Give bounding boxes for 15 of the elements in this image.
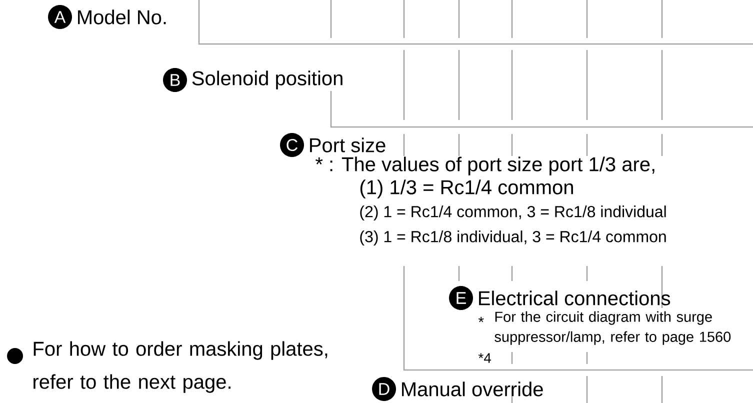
note-text: (2) 1 = Rc1/4 common, 3 = Rc1/8 individual xyxy=(360,206,666,220)
field-label: Manual override xyxy=(402,382,543,396)
letter-badge: B xyxy=(163,68,187,92)
letter-badge: D xyxy=(372,377,396,401)
field-label: Solenoid position xyxy=(192,70,342,90)
footnote-mark: *4 xyxy=(478,353,492,363)
note-text: For the circuit diagram with surge suppressor/lamp, refer to page 1560 xyxy=(494,311,731,345)
note-text: (1) 1/3 = Rc1/4 common xyxy=(360,180,573,198)
letter-badge: E xyxy=(449,286,473,310)
footnote-mark: * xyxy=(478,316,484,322)
field-label: Electrical connections xyxy=(479,290,670,306)
letter-badge: C xyxy=(280,133,304,157)
letter-badge: A xyxy=(48,5,72,29)
field-label: Model No. xyxy=(78,10,166,24)
field-label: Port size xyxy=(310,138,386,152)
